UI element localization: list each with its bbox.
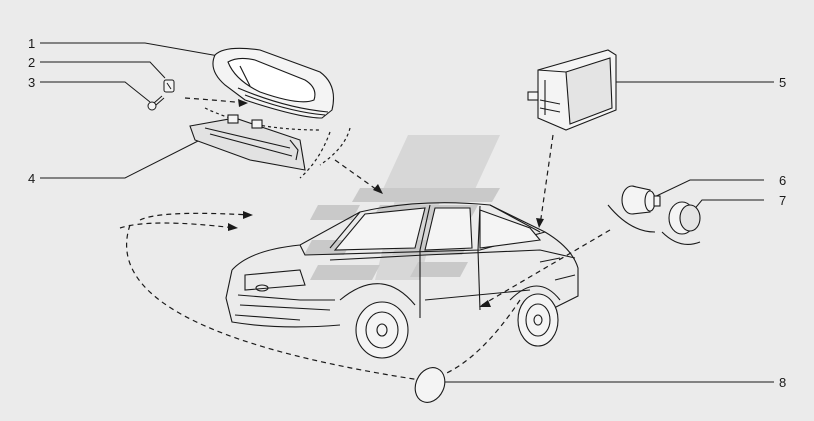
car-illustration [225,202,579,328]
leader-lines [40,42,774,383]
watermark-logo [304,135,500,280]
callout-6: 6 [779,173,786,188]
door-lamp-socket [607,185,661,233]
front-wheel [339,283,416,359]
trunk-lamp [527,49,617,131]
lamp-lens [189,114,306,171]
door-lamp-cap [661,201,701,245]
callout-5: 5 [779,75,786,90]
side-repeater-lens [414,367,446,403]
lamp-clip [163,79,175,93]
callout-7: 7 [779,193,786,208]
callout-labels: 1 2 3 4 5 6 7 8 [28,36,786,390]
arrow-heads [228,99,544,307]
callout-2: 2 [28,55,35,70]
ceiling-lamp-housing [212,47,335,119]
callout-4: 4 [28,171,35,186]
callout-8: 8 [779,375,786,390]
screw [147,95,165,111]
callout-1: 1 [28,36,35,51]
rear-wheel [509,285,561,347]
callout-3: 3 [28,75,35,90]
